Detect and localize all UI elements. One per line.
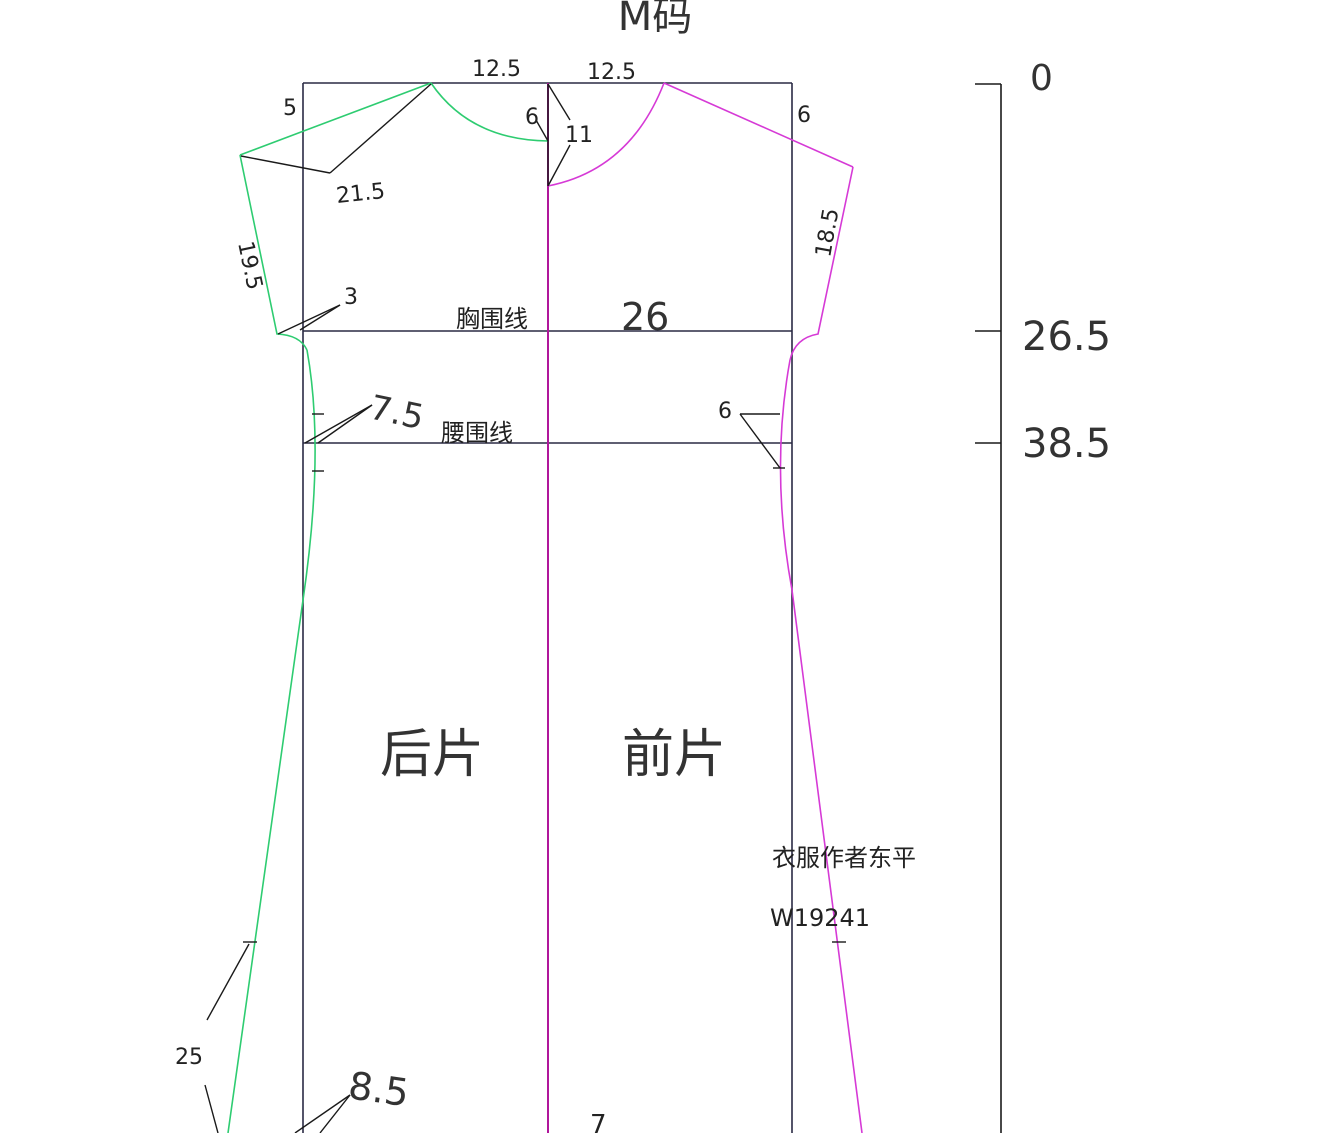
scale-top-value: 0: [1030, 58, 1053, 99]
back-shoulder-label: 21.5: [335, 179, 386, 209]
front-piece-label: 前片: [622, 725, 726, 785]
back-neckline: [430, 82, 549, 142]
front-neck-width-label: 12.5: [587, 60, 636, 85]
front-neck-depth-arrow-b: [547, 144, 571, 187]
waist-line-label: 腰围线: [441, 419, 513, 447]
hem-flare-dim-a: [294, 1094, 351, 1133]
partial-bottom-label: 7: [590, 1110, 607, 1133]
side-length-label: 25: [175, 1045, 203, 1070]
front-shoulder-seam: [663, 82, 854, 168]
shoulder-dim-line-2: [329, 83, 432, 174]
front-neck-depth-arrow-a: [547, 83, 571, 121]
scale-waist-value: 38.5: [1022, 421, 1111, 467]
front-armhole-label: 18.5: [811, 206, 844, 259]
front-armhole: [789, 166, 854, 361]
front-piece-outline: [547, 82, 863, 1133]
chest-line-label: 胸围线: [456, 305, 528, 333]
chest-width-label: 26: [621, 295, 669, 339]
back-neck-depth-label: 6: [525, 105, 539, 130]
front-waist-suppression-label: 6: [718, 399, 732, 424]
dimension-lines: [204, 83, 846, 1133]
back-side-seam: [227, 349, 316, 1133]
front-neckline: [547, 82, 665, 187]
front-neck-depth-label: 11: [565, 123, 593, 148]
length-scale: [975, 83, 1002, 1133]
underarm-dim-a: [277, 304, 341, 335]
hem-flare-dim-b: [319, 1094, 351, 1133]
front-shoulder-drop-label: 6: [797, 103, 811, 128]
back-neck-depth-tick: [535, 119, 549, 142]
back-waist-suppression-label: 7.5: [366, 388, 427, 438]
back-armhole: [239, 154, 308, 351]
back-waist-dim-b: [317, 404, 373, 444]
back-armhole-label: 19.5: [232, 239, 267, 292]
front-side-seam: [779, 359, 863, 1133]
front-waist-dim-b: [739, 413, 781, 469]
shoulder-dim-line: [240, 155, 331, 174]
back-piece-label: 后片: [380, 725, 484, 785]
size-title: M码: [618, 0, 693, 40]
back-neck-width-label: 12.5: [472, 57, 521, 82]
side-length-dim: [206, 943, 250, 1021]
back-waist-dim-a: [304, 404, 373, 444]
underarm-dim-b: [299, 304, 341, 331]
underarm-label: 3: [344, 285, 358, 310]
hem-flare-label: 8.5: [346, 1063, 412, 1115]
pattern-code: W19241: [770, 904, 870, 932]
back-shoulder-seam: [239, 82, 432, 156]
scale-chest-value: 26.5: [1022, 314, 1111, 360]
back-piece-outline: [227, 82, 549, 1133]
back-shoulder-drop-label: 5: [283, 96, 297, 121]
author-label: 衣服作者东平: [772, 844, 916, 872]
side-length-dim-b: [204, 1084, 219, 1133]
